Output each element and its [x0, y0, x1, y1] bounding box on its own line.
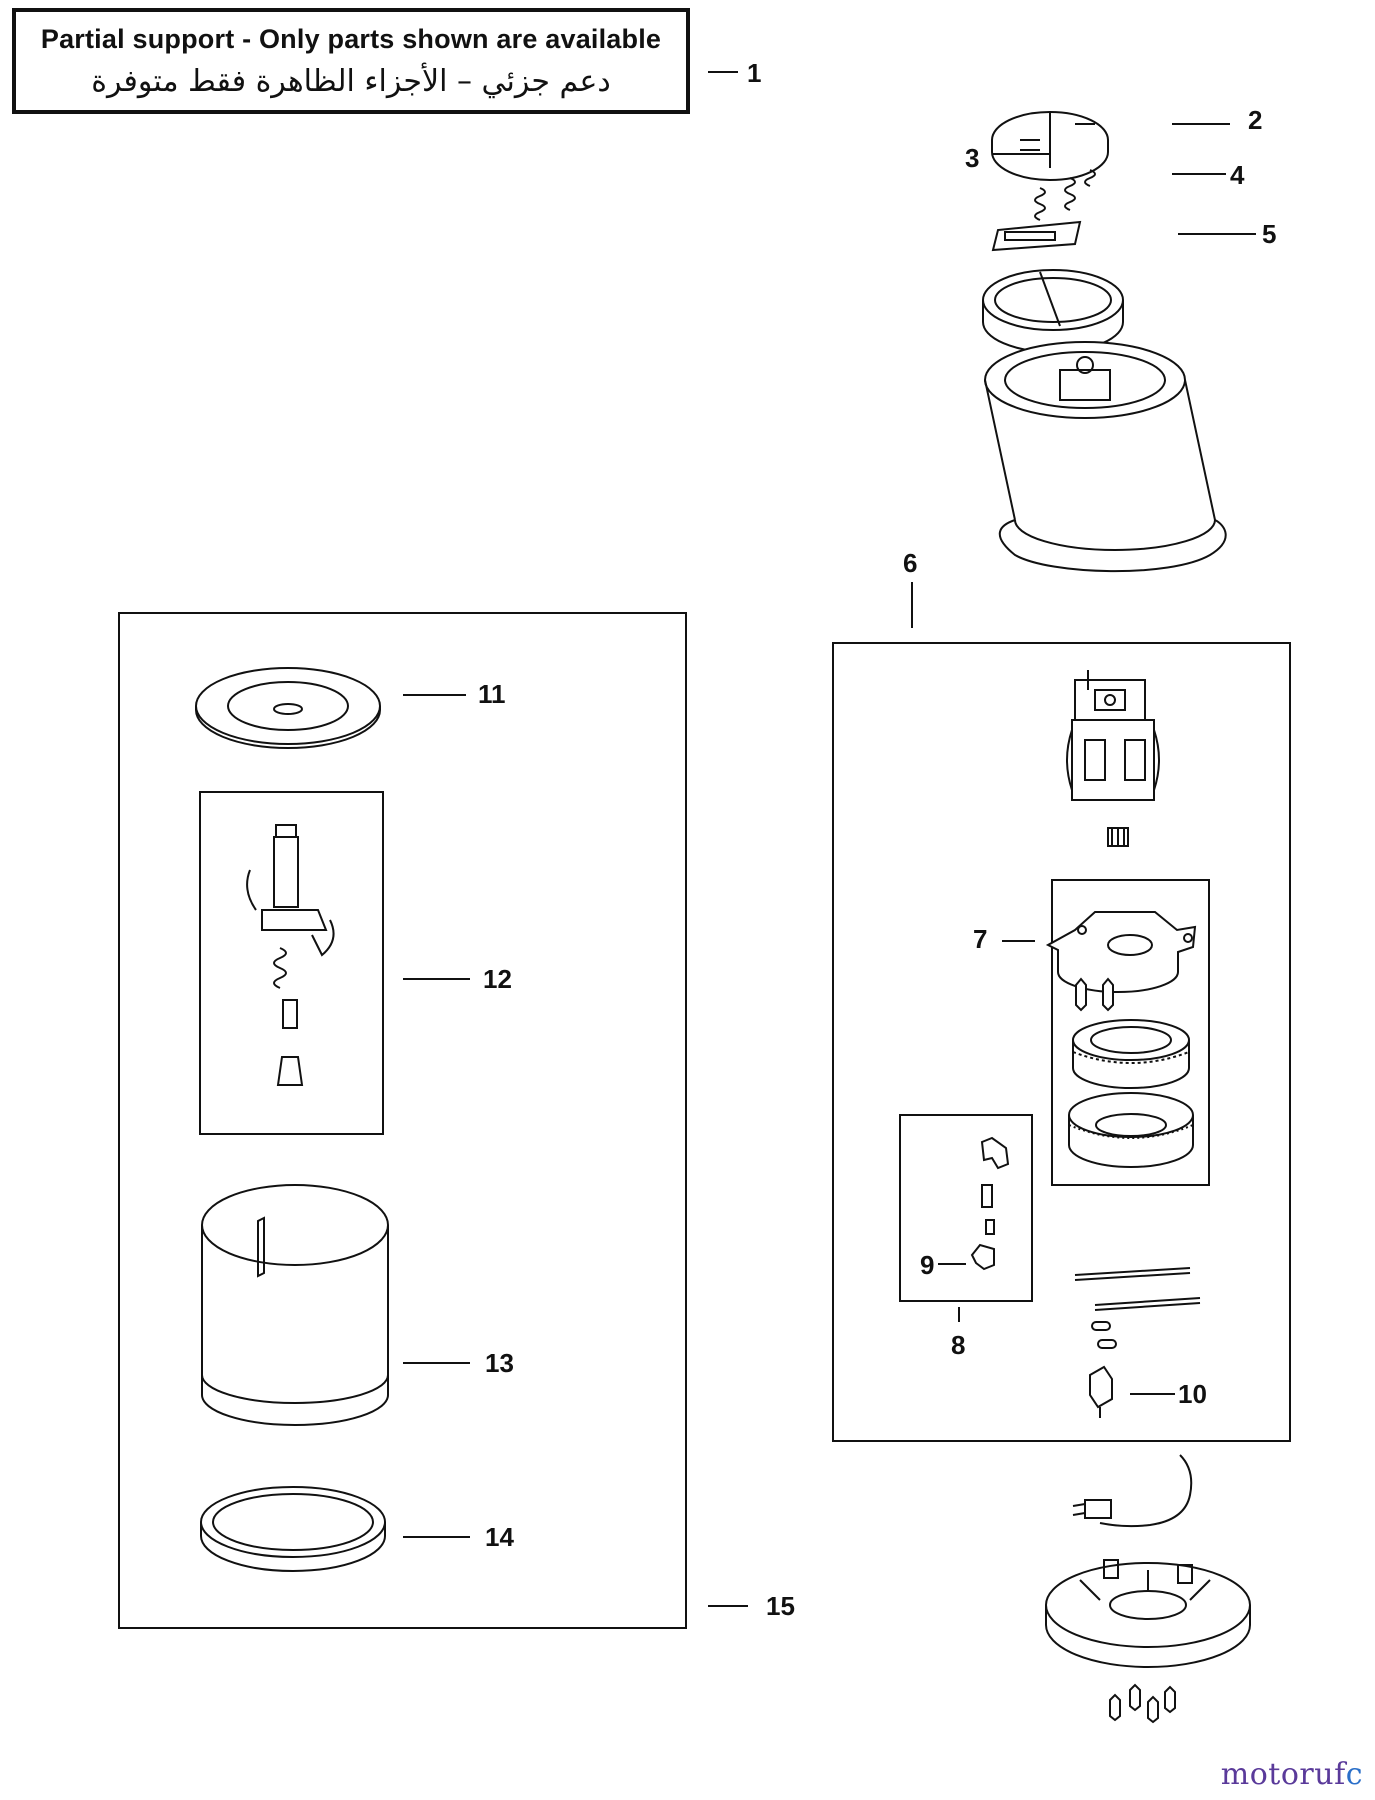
callout-9: 9 — [920, 1250, 935, 1280]
partial-support-notice: Partial support - Only parts shown are a… — [12, 8, 690, 114]
pinion-gear — [1107, 827, 1129, 847]
callout-13: 13 — [485, 1348, 514, 1378]
notice-english-text: Partial support - Only parts shown are a… — [40, 24, 662, 54]
brush-rods — [1074, 1267, 1201, 1349]
power-cord — [1072, 1454, 1193, 1528]
group-box-6 — [832, 642, 1291, 1442]
leader-lines — [403, 71, 1256, 1607]
screws-pair — [1075, 977, 1114, 1012]
callout-4: 4 — [1230, 160, 1245, 190]
watermark-accent: c — [1345, 1757, 1363, 1792]
springs — [1034, 169, 1096, 221]
notice-arabic-text: دعم جزئي – الأجزاء الظاهرة فقط متوفرة — [91, 64, 611, 99]
planetary-gear — [1072, 1019, 1190, 1089]
callout-15: 15 — [766, 1591, 795, 1621]
group-box-12 — [199, 791, 384, 1135]
callout-3: 3 — [965, 143, 980, 173]
callout-14: 14 — [485, 1522, 514, 1552]
motor-stator — [1066, 670, 1160, 801]
base-housing — [1045, 1559, 1251, 1668]
callout-11: 11 — [478, 679, 506, 709]
bowl-lid — [195, 667, 381, 749]
callout-1: 1 — [747, 58, 762, 88]
group-box-7 — [1051, 879, 1210, 1186]
gear-housing-top — [1045, 911, 1197, 993]
bowl — [201, 1184, 389, 1426]
collar-ring — [982, 269, 1124, 353]
callout-6: 6 — [903, 548, 918, 578]
callout-7: 7 — [973, 924, 988, 954]
callout-12: 12 — [483, 964, 512, 994]
blade-assembly — [246, 824, 335, 1086]
watermark-text: motoruf — [1220, 1757, 1346, 1792]
motor-housing — [984, 341, 1227, 573]
switch-plate — [991, 220, 1082, 252]
ring-gear — [1068, 1092, 1194, 1168]
base-screws — [1109, 1683, 1176, 1724]
callout-8: 8 — [951, 1330, 966, 1360]
watermark-logo: motorufc — [1221, 1757, 1363, 1792]
bowl-seal — [200, 1486, 386, 1572]
callout-2: 2 — [1248, 105, 1263, 135]
callout-5: 5 — [1262, 219, 1277, 249]
capacitor — [1089, 1365, 1113, 1418]
callout-10: 10 — [1178, 1379, 1207, 1409]
group-box-15 — [118, 612, 687, 1629]
group-box-8 — [899, 1114, 1033, 1302]
switch-lever — [970, 1136, 1010, 1271]
